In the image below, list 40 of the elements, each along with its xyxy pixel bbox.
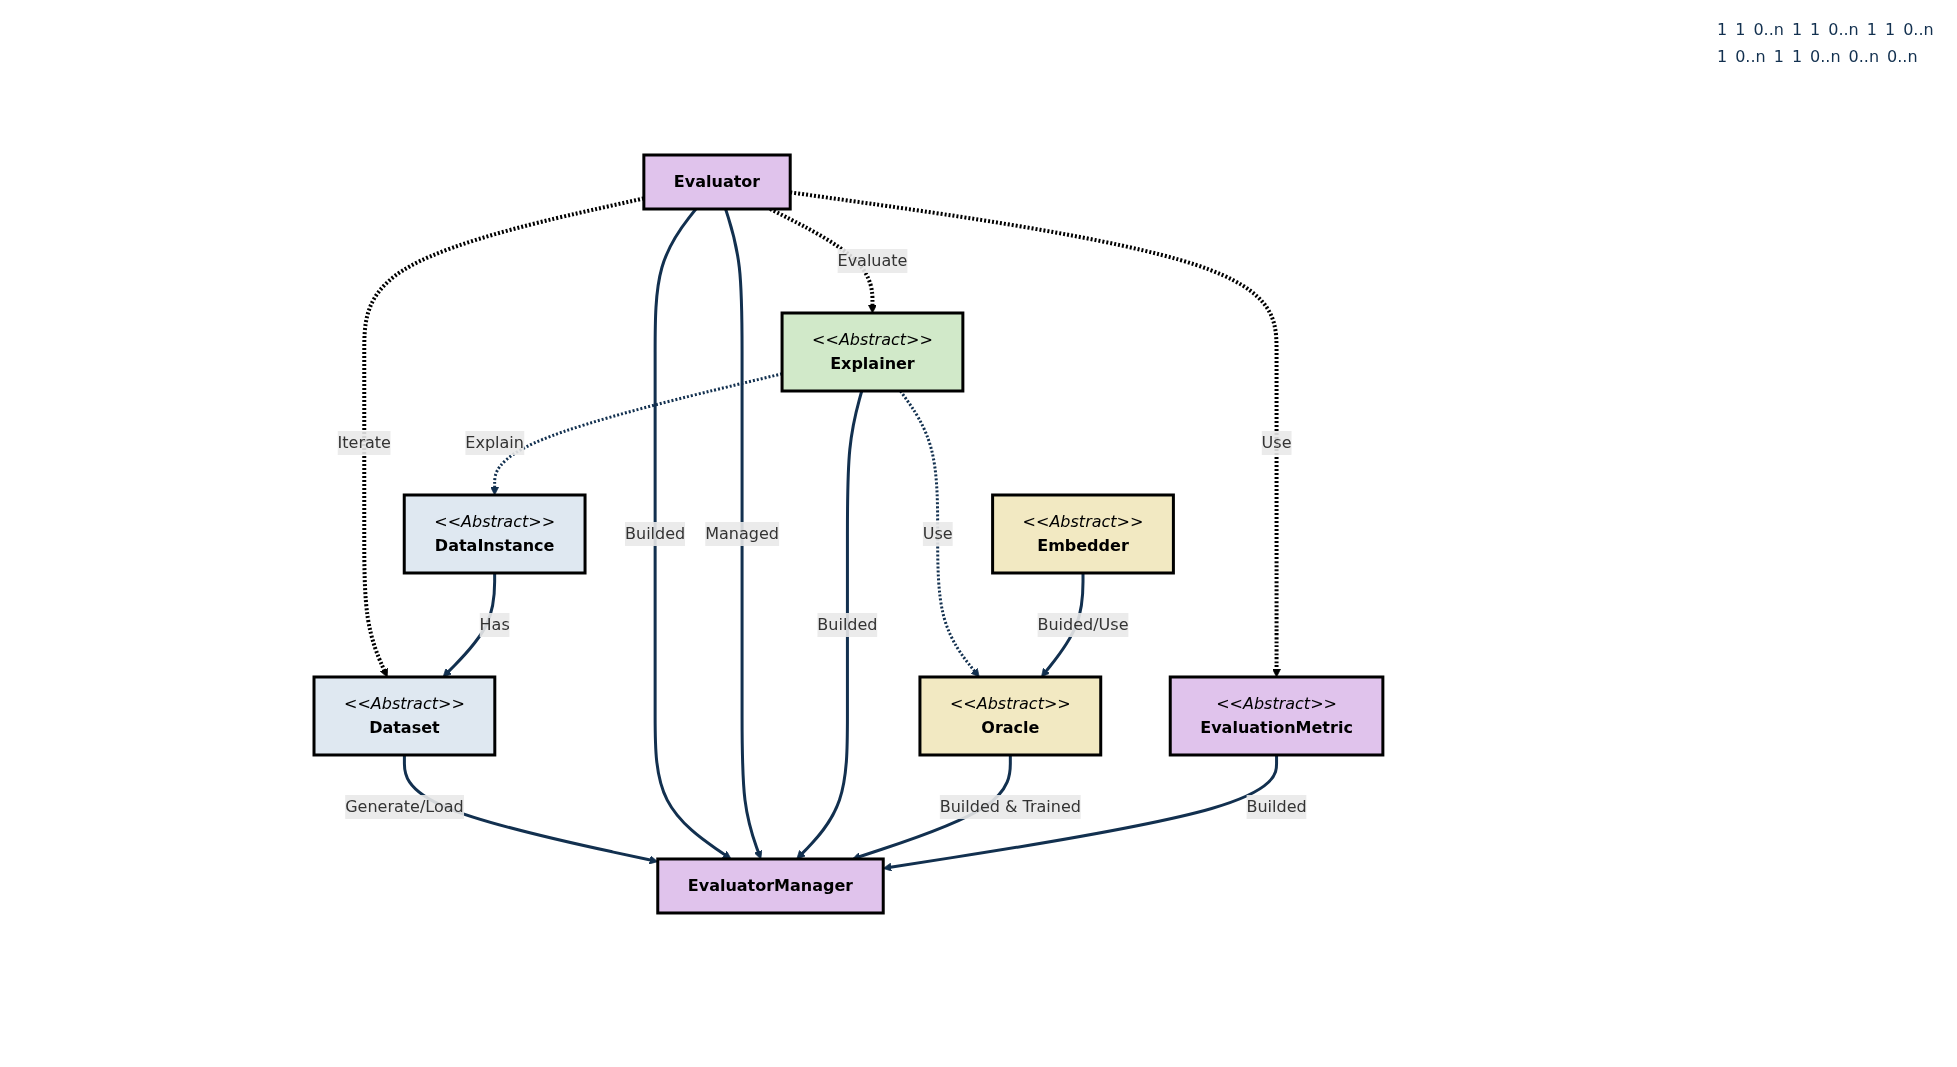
- edge-label: Iterate: [337, 432, 391, 452]
- multiplicity-label: 0..n: [1903, 20, 1934, 39]
- node-box: <<Abstract>> EvaluationMetric: [1168, 675, 1385, 756]
- multiplicity-label: 1: [1866, 20, 1877, 39]
- edge-label: Has: [479, 614, 510, 634]
- multiplicity-label: 1: [1773, 47, 1784, 66]
- arrow: [796, 390, 864, 859]
- node-box: <<Abstract>> Dataset: [312, 675, 497, 756]
- edge-label: Use: [922, 523, 953, 543]
- node-box: <<Abstract>> Oracle: [918, 675, 1103, 756]
- multiplicity-label: 0..n: [1887, 47, 1918, 66]
- multiplicity-label: 1: [1717, 47, 1728, 66]
- multiplicity-label: 1: [1810, 20, 1821, 39]
- node-box: Evaluator: [642, 153, 792, 210]
- multiplicity-label: 0..n: [1810, 47, 1841, 66]
- multiplicity-label: 1: [1791, 20, 1803, 39]
- edge-label: Buided/Use: [1037, 614, 1129, 634]
- edge-label: Generate/Load: [345, 796, 464, 816]
- arrow: [724, 208, 763, 859]
- multiplicity-label: 1: [1717, 20, 1728, 39]
- multiplicity-label: 1: [1735, 20, 1746, 39]
- multiplicity-label: 0..n: [1848, 47, 1880, 66]
- arrow: [490, 371, 783, 495]
- edge-label: Managed: [705, 523, 779, 543]
- edge-label: Evaluate: [837, 250, 908, 270]
- edge-label: Builded & Trained: [939, 796, 1081, 816]
- multiplicity-label: 0..n: [1753, 20, 1784, 39]
- multiplicity-label: 0..n: [1828, 20, 1859, 39]
- node-box: EvaluatorManager: [656, 857, 885, 914]
- node-box: <<Abstract>> Embedder: [991, 493, 1175, 574]
- node-box: <<Abstract>> Explainer: [780, 311, 965, 392]
- multiplicity-label: 1: [1791, 47, 1803, 66]
- edge-label: Explain: [465, 432, 524, 452]
- edge-label: Builded: [817, 614, 878, 634]
- multiplicity-label: 0..n: [1735, 47, 1766, 66]
- edge-label: Use: [1261, 432, 1292, 452]
- edge-label: Builded: [625, 523, 686, 543]
- node-box: <<Abstract>> DataInstance: [402, 493, 587, 574]
- edge-label: Builded: [1246, 796, 1307, 816]
- multiplicity-label: 1: [1884, 20, 1896, 39]
